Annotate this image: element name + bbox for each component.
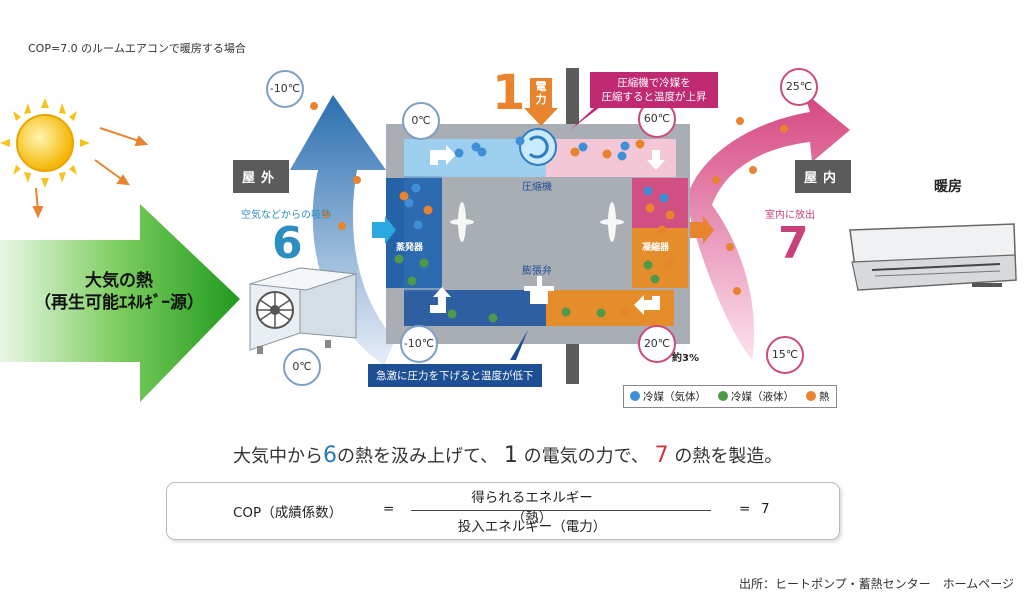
heating-label: 暖房	[934, 179, 962, 195]
cop-result: 7	[761, 501, 770, 517]
summary-sentence: 大気中から6の熱を汲み上げて、 1 の電気の力で、 7 の熱を製造。	[233, 442, 782, 468]
indoor-temp-bottom: 15℃	[766, 336, 804, 374]
legend-item-heat: 熱	[806, 389, 830, 404]
cop-numerator: 得られるエネルギー（熱）	[471, 490, 593, 526]
indoor-caption: 室内に放出	[765, 210, 815, 221]
atmosphere-heat-arrow	[0, 204, 240, 402]
unit-temp-bottom-left: -10℃	[400, 325, 438, 363]
diagram-title: COP=7.0 のルームエアコンで暖房する場合	[28, 42, 246, 55]
cop-formula-box: COP（成績係数） = 得られるエネルギー（熱） 投入エネルギー（電力） = 7	[166, 482, 840, 540]
summary-part4: の熱を製造。	[674, 446, 783, 467]
sun-ray-arrows	[32, 127, 149, 219]
compressor-icon	[519, 128, 557, 166]
outdoor-temp-bottom: 0℃	[283, 348, 321, 386]
unit-temp-bottom-right: 20℃	[638, 325, 676, 363]
legend-heat-label: 熱	[819, 391, 830, 403]
indoor-heat-arc	[686, 92, 850, 360]
condenser-label: 凝縮器	[642, 243, 670, 253]
outdoor-heat-arc	[290, 95, 395, 365]
indoor-ac-icon	[849, 223, 1017, 291]
legend-item-liquid: 冷媒（液体）	[718, 389, 794, 404]
power-label: 電力	[535, 80, 547, 106]
legend-gas-label: 冷媒（気体）	[643, 391, 706, 403]
outdoor-temp-top: -10℃	[266, 70, 304, 108]
compress-callout: 圧縮機で冷媒を 圧縮すると温度が上昇	[590, 72, 718, 108]
atmosphere-heat-line2: （再生可能ｴﾈﾙｷﾞｰ源）	[34, 293, 204, 313]
outdoor-tag: 屋外	[233, 160, 289, 193]
compress-callout-line1: 圧縮機で冷媒を	[617, 77, 691, 89]
evaporator-label: 蒸発器	[396, 243, 424, 253]
indoor-temp-top: 25℃	[780, 68, 818, 106]
atmosphere-heat-label: 大気の熱 （再生可能ｴﾈﾙｷﾞｰ源）	[24, 270, 214, 314]
compress-callout-line2: 圧縮すると温度が上昇	[601, 91, 707, 103]
cop-lhs: COP（成績係数）	[233, 505, 343, 521]
indoor-tag: 屋内	[795, 160, 851, 193]
fraction-bar	[411, 510, 711, 511]
liquid-dot-icon	[718, 391, 728, 401]
summary-num1: 6	[323, 443, 337, 468]
outdoor-caption: 空気などからの吸熱	[241, 210, 331, 221]
summary-part1: 大気中から	[233, 446, 323, 467]
expansion-valve-label: 膨張弁	[522, 266, 552, 277]
summary-part2: の熱を汲み上げて、	[337, 446, 499, 467]
legend: 冷媒（気体） 冷媒（液体） 熱	[623, 385, 837, 408]
expand-callout: 急激に圧力を下げると温度が低下	[368, 364, 542, 387]
cop-equals-2: =	[739, 501, 751, 517]
summary-num3: 7	[654, 443, 669, 468]
summary-num2: 1	[503, 443, 518, 468]
outdoor-number: 6	[272, 218, 303, 269]
unit-temp-top-left: 0℃	[402, 102, 440, 140]
outdoor-unit-icon	[249, 267, 357, 354]
atmosphere-heat-line1: 大気の熱	[85, 271, 153, 291]
cop-equals-1: =	[383, 501, 395, 517]
expansion-valve-icon	[524, 276, 554, 304]
sun-icon	[0, 98, 90, 188]
approx-label: 約3%	[672, 353, 699, 364]
power-number: 1	[492, 65, 526, 121]
cop-denominator: 投入エネルギー（電力）	[457, 519, 607, 535]
legend-liquid-label: 冷媒（液体）	[731, 391, 794, 403]
gas-dot-icon	[630, 391, 640, 401]
compressor-label: 圧縮機	[522, 182, 552, 193]
summary-part3: の電気の力で、	[523, 446, 649, 467]
heat-dot-icon	[806, 391, 816, 401]
indoor-number: 7	[778, 218, 809, 269]
source-note: 出所：ヒートポンプ・蓄熱センター ホームページ	[739, 577, 1015, 591]
legend-item-gas: 冷媒（気体）	[630, 389, 706, 404]
